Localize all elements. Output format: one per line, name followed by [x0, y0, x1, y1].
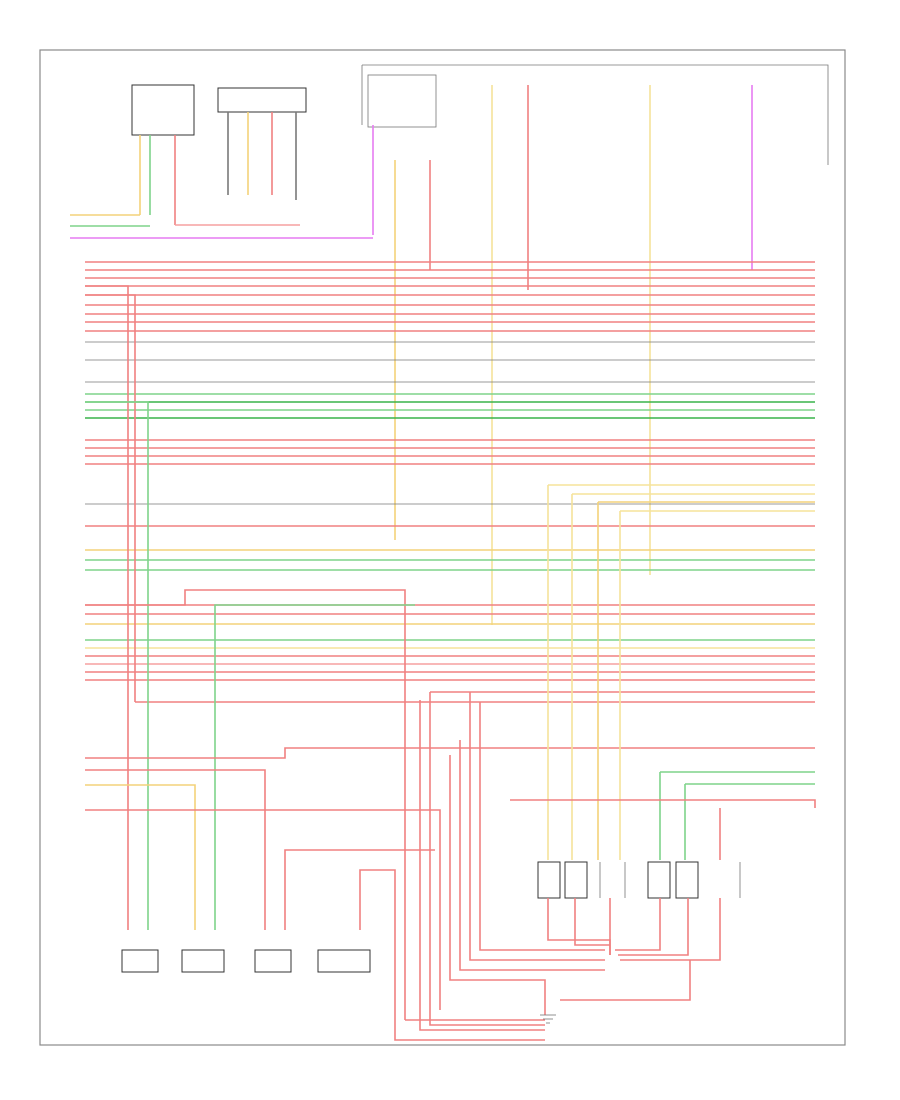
top-vertical-wires	[139, 85, 753, 625]
relay-group	[537, 861, 741, 899]
bottom-components	[121, 949, 371, 973]
ground-wires	[284, 692, 721, 1041]
engine-bracket	[362, 64, 829, 165]
diagram-frame	[39, 49, 846, 1046]
relay-feed-wires	[510, 484, 816, 860]
top-fuse-box	[217, 87, 307, 113]
top-switch-symbol	[367, 74, 437, 128]
top-junction-wires	[70, 214, 373, 239]
top-left-switch-box	[131, 84, 195, 136]
horizontal-bus	[85, 261, 815, 703]
left-vertical-wires	[85, 285, 815, 1020]
ground-symbol	[540, 1014, 556, 1024]
